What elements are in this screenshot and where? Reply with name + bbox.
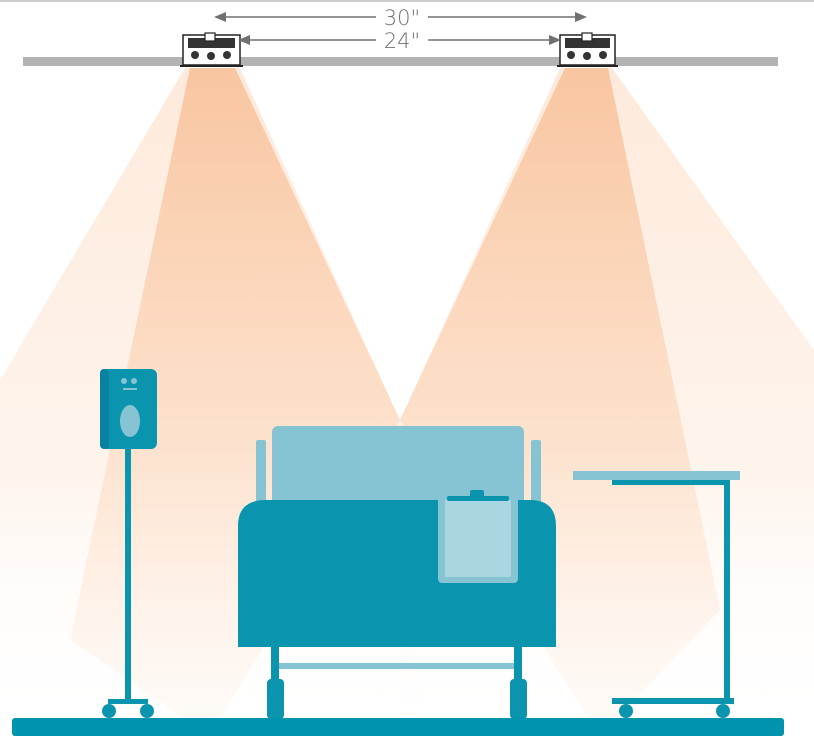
floor xyxy=(12,718,784,736)
downlight-fixture-right xyxy=(557,32,618,67)
overbed-table xyxy=(573,471,740,718)
dimension-30 xyxy=(214,12,587,22)
downlight-fixture-left xyxy=(180,32,243,67)
iv-pump-stand xyxy=(100,369,157,718)
dimension-30-label: 30" xyxy=(384,6,420,30)
ceiling xyxy=(23,57,778,66)
dimension-24-label: 24" xyxy=(384,29,420,53)
dimension-24 xyxy=(238,35,561,45)
clipboard xyxy=(438,488,518,583)
